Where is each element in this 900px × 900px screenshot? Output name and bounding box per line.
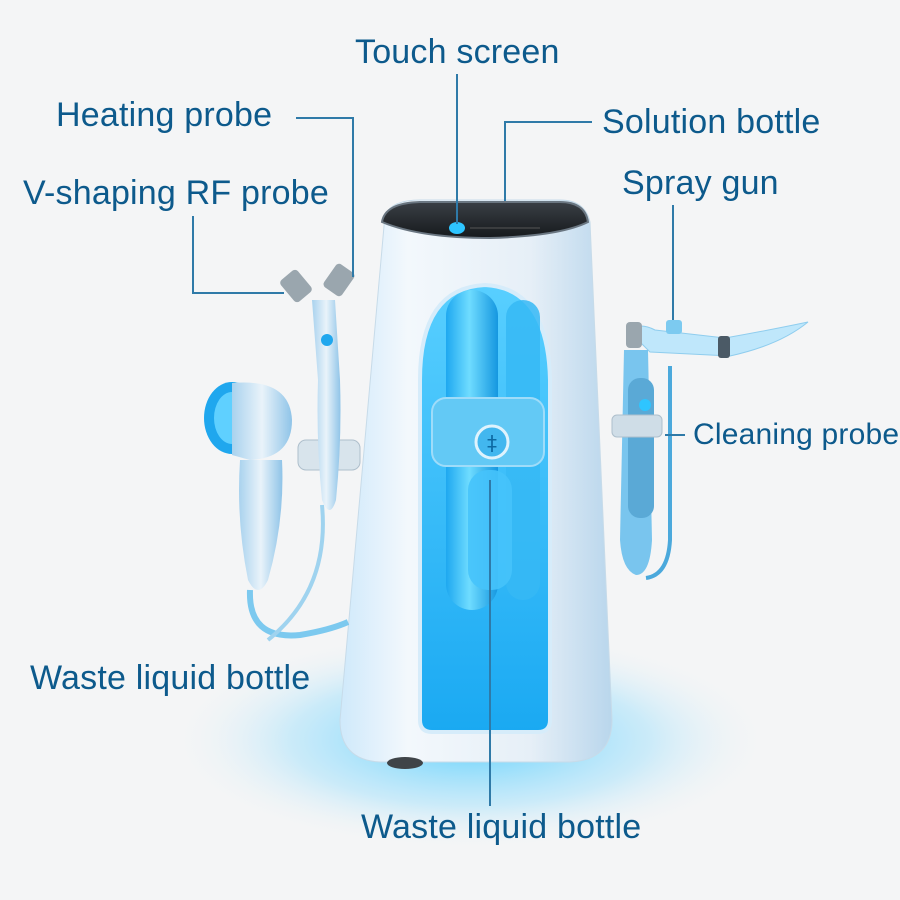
solution-bottle-leader-v (504, 121, 506, 201)
spray-gun-leader (672, 205, 674, 320)
waste-bottle-bottom-leader (489, 480, 491, 806)
heating-probe-leader-h (296, 117, 354, 119)
solution-bottle-leader-h (504, 121, 592, 123)
label-spray-gun: Spray gun (622, 164, 779, 202)
label-waste-liquid-bottle-bottom: Waste liquid bottle (361, 808, 642, 846)
v-shaping-leader-h (192, 292, 284, 294)
label-solution-bottle: Solution bottle (602, 103, 821, 141)
label-cleaning-probe: Cleaning probe (693, 418, 900, 451)
label-v-shaping-rf-probe: V-shaping RF probe (23, 174, 329, 212)
v-shaping-leader-v (192, 216, 194, 294)
cleaning-probe-leader (665, 434, 685, 436)
heating-probe-leader-v (352, 117, 354, 277)
label-heating-probe: Heating probe (56, 96, 273, 134)
label-waste-liquid-bottle-left: Waste liquid bottle (30, 659, 311, 697)
svg-text:‡: ‡ (487, 431, 497, 455)
label-touch-screen: Touch screen (355, 33, 560, 71)
touch-screen-leader (456, 74, 458, 224)
